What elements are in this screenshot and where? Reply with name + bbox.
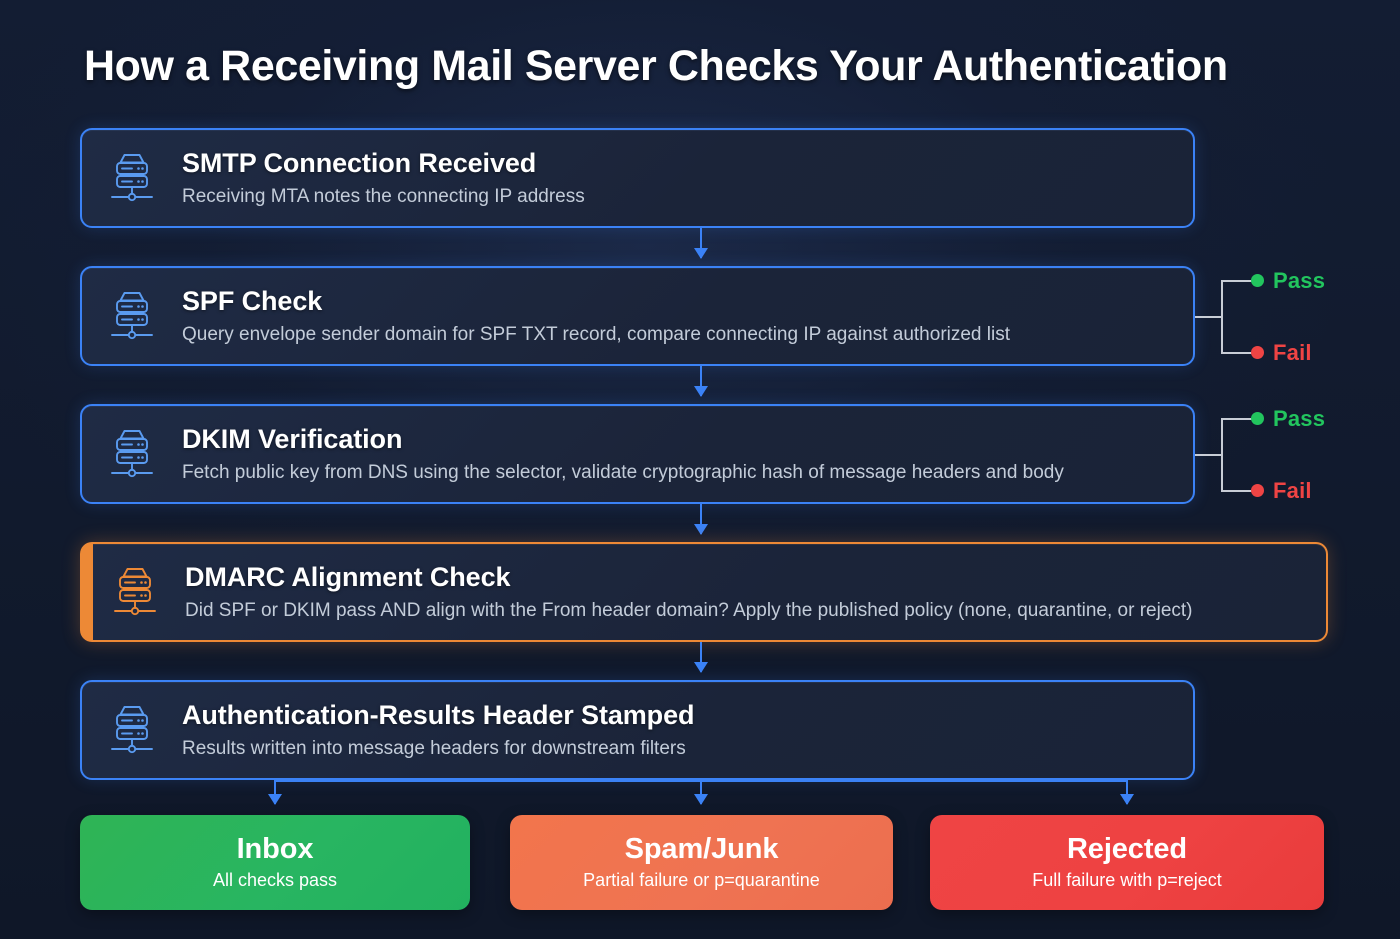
stage-description: Results written into message headers for… bbox=[182, 737, 686, 759]
stage-title: DMARC Alignment Check bbox=[185, 562, 511, 593]
branch-arm-fail bbox=[1221, 490, 1255, 492]
stage-text-block: Authentication-Results Header Stamped Re… bbox=[182, 700, 694, 759]
stage-description: Query envelope sender domain for SPF TXT… bbox=[182, 323, 1011, 345]
connector-arrow-2 bbox=[700, 366, 702, 396]
stage-card-dkim-verification[interactable]: DKIM Verification Fetch public key from … bbox=[80, 404, 1195, 504]
server-rack-network-icon bbox=[107, 561, 163, 623]
branch-dkim-outcomes: Pass Fail bbox=[1195, 404, 1385, 504]
stage-description: Did SPF or DKIM pass AND align with the … bbox=[185, 599, 1193, 621]
stage-card-authentication-results-header-stamped[interactable]: Authentication-Results Header Stamped Re… bbox=[80, 680, 1195, 780]
branch-label-pass: Pass bbox=[1273, 406, 1326, 431]
branch-arm-fail bbox=[1221, 352, 1255, 354]
stage-card-smtp-connection-received[interactable]: SMTP Connection Received Receiving MTA n… bbox=[80, 128, 1195, 228]
stage-text-block: SPF Check Query envelope sender domain f… bbox=[182, 286, 1010, 345]
fail-dot-icon bbox=[1251, 346, 1264, 359]
outcome-description: All checks pass bbox=[212, 870, 338, 891]
server-rack-network-icon bbox=[104, 285, 160, 347]
branch-spine bbox=[1221, 280, 1223, 352]
outcome-drop-inbox bbox=[274, 780, 276, 804]
pass-dot-icon bbox=[1251, 274, 1264, 287]
branch-stem bbox=[1195, 316, 1221, 318]
server-rack-network-icon bbox=[104, 147, 160, 209]
fail-dot-icon bbox=[1251, 484, 1264, 497]
server-rack-network-icon bbox=[104, 423, 160, 485]
stage-card-spf-check[interactable]: SPF Check Query envelope sender domain f… bbox=[80, 266, 1195, 366]
stage-text-block: DKIM Verification Fetch public key from … bbox=[182, 424, 1064, 483]
branch-arm-pass bbox=[1221, 280, 1255, 282]
outcome-description: Full failure with p=reject bbox=[1032, 870, 1222, 891]
stage-title: SPF Check bbox=[182, 286, 323, 317]
branch-spine bbox=[1221, 418, 1223, 490]
branch-label-fail: Fail bbox=[1273, 340, 1312, 365]
outcome-drop-spam bbox=[700, 780, 702, 804]
branch-arm-pass bbox=[1221, 418, 1255, 420]
outcome-description: Partial failure or p=quarantine bbox=[583, 870, 820, 891]
branch-spf-outcomes: Pass Fail bbox=[1195, 266, 1385, 366]
outcome-title: Rejected bbox=[1066, 832, 1188, 865]
connector-arrow-3 bbox=[700, 504, 702, 534]
branch-label-fail: Fail bbox=[1273, 478, 1312, 503]
stage-card-dmarc-alignment-check[interactable]: DMARC Alignment Check Did SPF or DKIM pa… bbox=[80, 542, 1328, 642]
pass-dot-icon bbox=[1251, 412, 1264, 425]
outcome-card-rejected[interactable]: Rejected Full failure with p=reject bbox=[930, 815, 1324, 910]
stage-description: Receiving MTA notes the connecting IP ad… bbox=[182, 185, 585, 207]
outcome-title: Spam/Junk bbox=[624, 832, 779, 865]
outcome-drop-rejected bbox=[1126, 780, 1128, 804]
stage-text-block: SMTP Connection Received Receiving MTA n… bbox=[182, 148, 585, 207]
stage-text-block: DMARC Alignment Check Did SPF or DKIM pa… bbox=[185, 562, 1193, 621]
outcome-card-spam[interactable]: Spam/Junk Partial failure or p=quarantin… bbox=[510, 815, 893, 910]
page-title: How a Receiving Mail Server Checks Your … bbox=[84, 42, 1228, 90]
connector-arrow-4 bbox=[700, 642, 702, 672]
connector-arrow-1 bbox=[700, 228, 702, 258]
stage-title: SMTP Connection Received bbox=[182, 148, 537, 179]
branch-label-pass: Pass bbox=[1273, 268, 1326, 293]
stage-title: DKIM Verification bbox=[182, 424, 403, 455]
stage-description: Fetch public key from DNS using the sele… bbox=[182, 461, 1064, 483]
branch-stem bbox=[1195, 454, 1221, 456]
server-rack-network-icon bbox=[104, 699, 160, 761]
outcome-title: Inbox bbox=[236, 832, 314, 865]
outcome-card-inbox[interactable]: Inbox All checks pass bbox=[80, 815, 470, 910]
stage-title: Authentication-Results Header Stamped bbox=[182, 700, 695, 731]
